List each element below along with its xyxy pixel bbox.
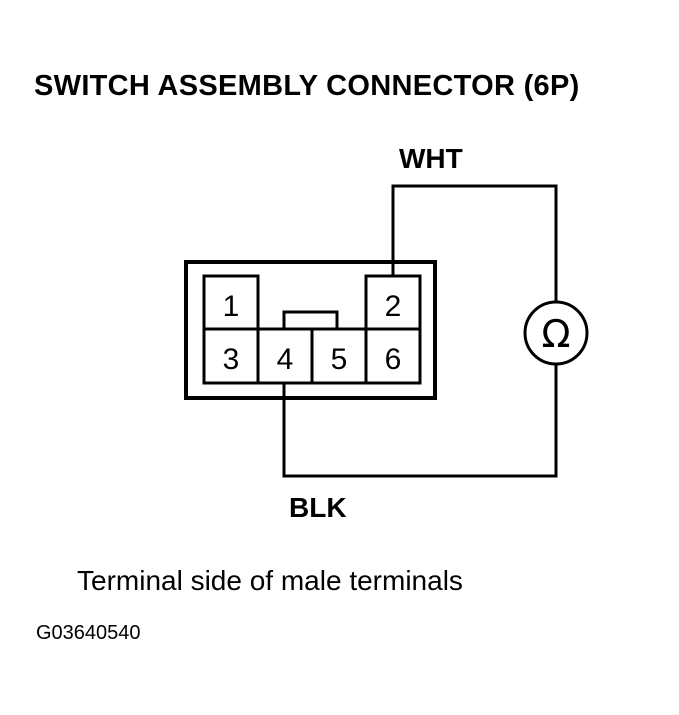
pin-label-3: 3 (223, 343, 240, 376)
wire-label-wht: WHT (399, 143, 463, 174)
ohmmeter-icon: Ω (523, 300, 589, 366)
connector-housing (184, 260, 437, 400)
pin-label-1: 1 (223, 290, 240, 323)
wire-blk (282, 364, 558, 478)
ohm-symbol: Ω (541, 312, 570, 356)
diagram-caption: Terminal side of male terminals (77, 565, 463, 596)
wire-label-blk: BLK (289, 492, 347, 523)
pin-label-2: 2 (385, 290, 402, 323)
wire-wht (391, 184, 558, 302)
pin-label-4: 4 (277, 343, 294, 376)
connector-lock-tab (282, 310, 339, 331)
figure-code: G03640540 (36, 622, 141, 644)
diagram-title: SWITCH ASSEMBLY CONNECTOR (6P) (34, 70, 580, 102)
pin-label-5: 5 (331, 343, 348, 376)
pin-label-6: 6 (385, 343, 402, 376)
